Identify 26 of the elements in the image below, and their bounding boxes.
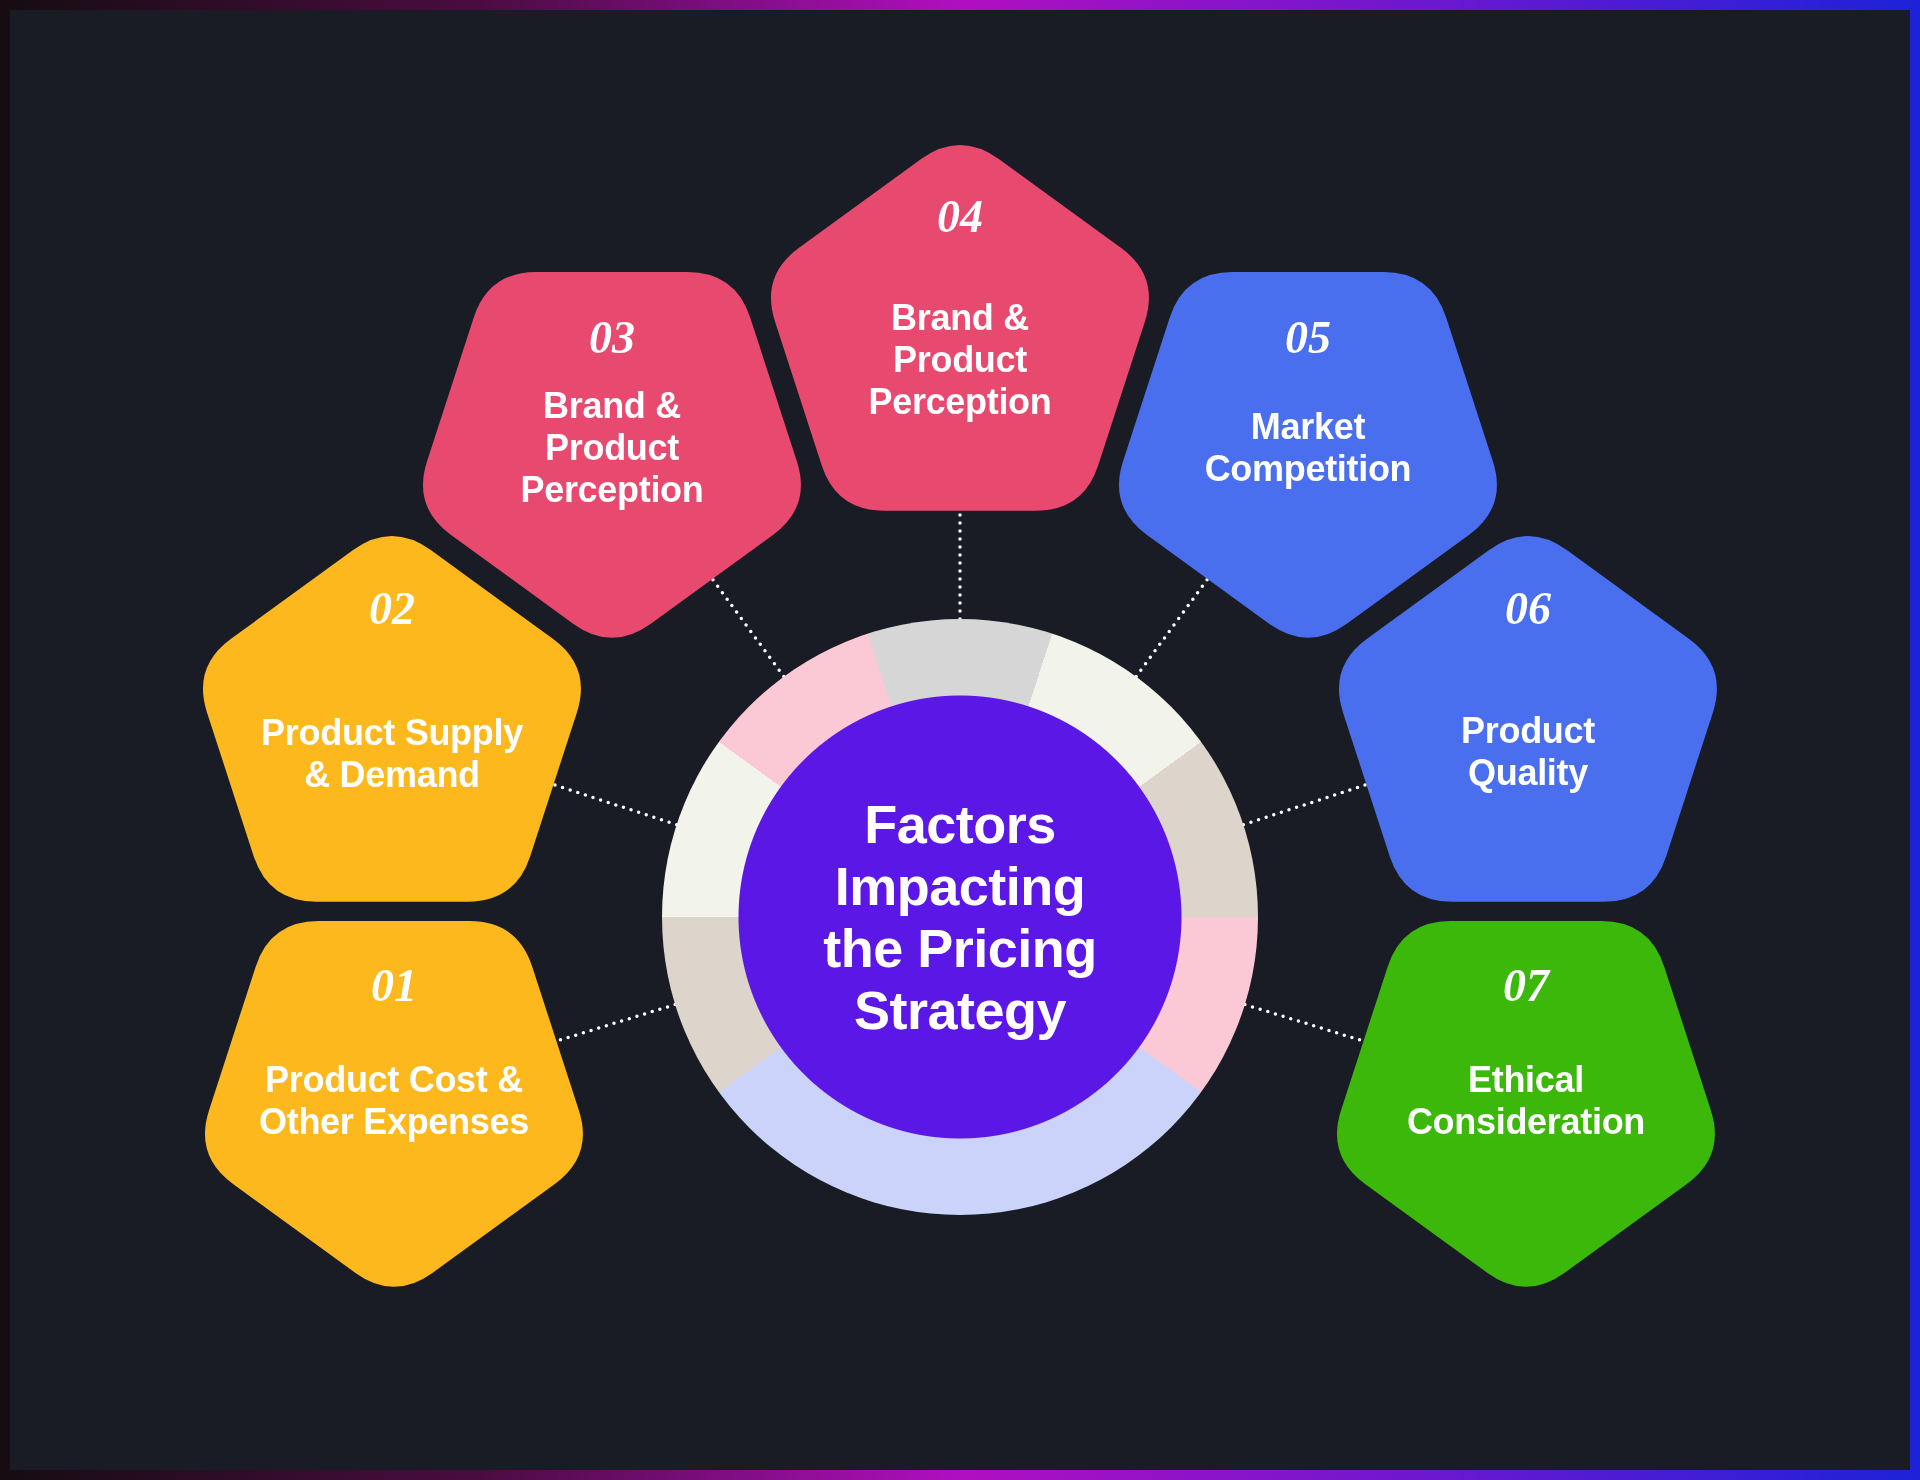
pentagon-card bbox=[1339, 536, 1717, 902]
factor-label: Market Competition bbox=[1203, 406, 1413, 490]
dotted-connector bbox=[1241, 783, 1368, 827]
factor-label: Product Supply & Demand bbox=[260, 712, 524, 796]
step-number: 04 bbox=[937, 192, 983, 244]
step-number: 05 bbox=[1285, 313, 1331, 365]
step-number: 02 bbox=[369, 584, 415, 636]
pentagon-card bbox=[771, 145, 1149, 511]
pentagon-card bbox=[1337, 921, 1715, 1287]
step-number: 01 bbox=[371, 961, 417, 1013]
hub-title: Factors Impacting the Pricing Strategy bbox=[822, 793, 1098, 1041]
step-number: 03 bbox=[589, 313, 635, 365]
factor-label: Brand & Product Perception bbox=[867, 297, 1053, 423]
factor-label: Brand & Product Perception bbox=[519, 385, 705, 511]
pentagon-card bbox=[423, 272, 801, 638]
pentagon-card bbox=[1119, 272, 1497, 638]
pentagon-card bbox=[203, 536, 581, 902]
dotted-connector bbox=[552, 783, 679, 827]
factor-label: Product Quality bbox=[1460, 710, 1596, 794]
pentagon-card bbox=[205, 921, 583, 1287]
dotted-connector bbox=[1134, 577, 1210, 679]
factor-label: Ethical Consideration bbox=[1405, 1059, 1647, 1143]
dotted-connector bbox=[710, 577, 786, 679]
step-number: 07 bbox=[1503, 961, 1549, 1013]
factor-label: Product Cost & Other Expenses bbox=[258, 1059, 530, 1143]
step-number: 06 bbox=[1505, 584, 1551, 636]
